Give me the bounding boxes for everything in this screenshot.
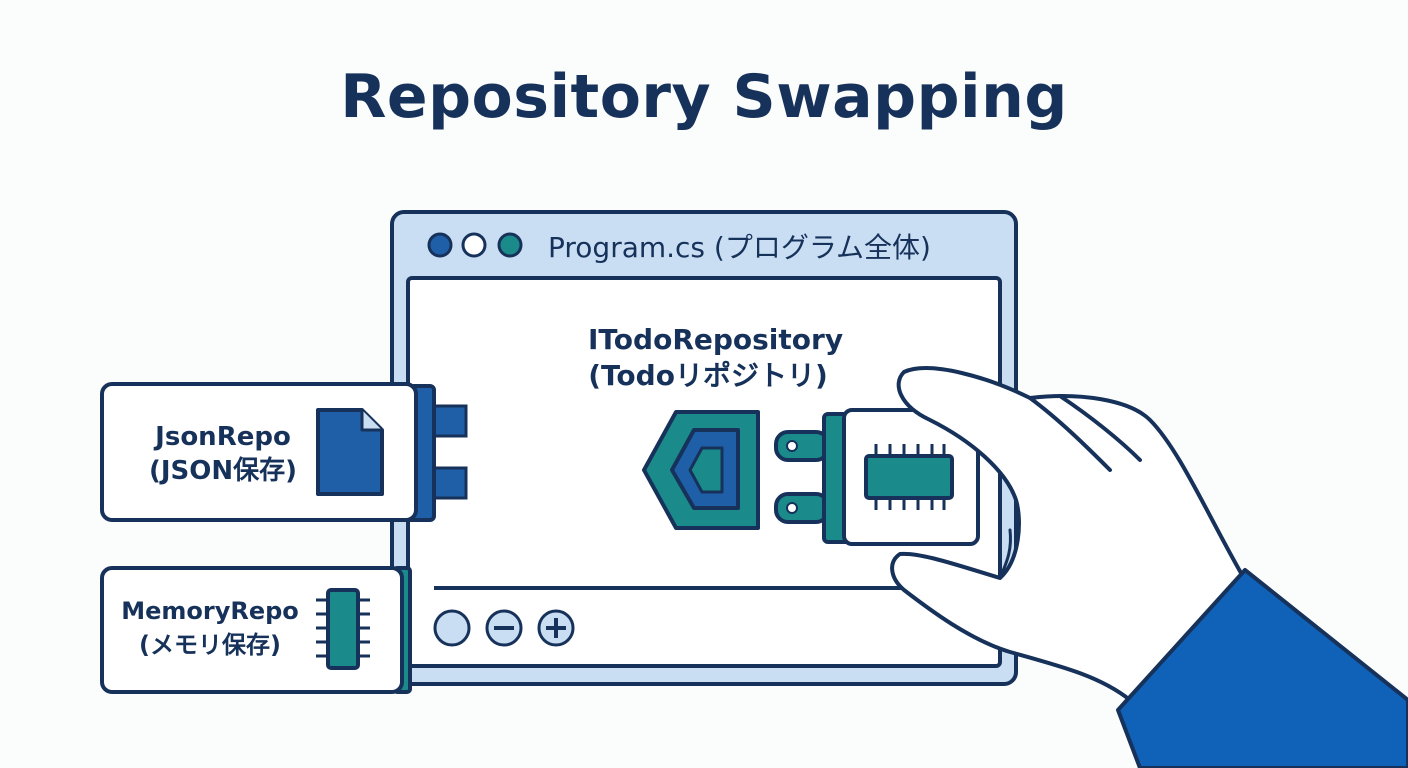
circle-icon[interactable]: [433, 609, 471, 647]
json-repo-label: JsonRepo (JSON保存): [116, 420, 330, 488]
memory-repo-name: MemoryRepo: [121, 597, 299, 625]
minus-circle-icon[interactable]: [485, 609, 523, 647]
plus-circle-icon[interactable]: [537, 609, 575, 647]
shield-socket-icon: [642, 410, 760, 530]
hand-icon: [890, 366, 1247, 702]
memory-repo-label: MemoryRepo (メモリ保存): [108, 594, 312, 662]
interface-name: ITodoRepository: [588, 323, 844, 356]
interface-label: ITodoRepository (Todoリポジトリ): [588, 322, 843, 394]
chip-icon: [316, 588, 370, 670]
window-dot-blue[interactable]: [427, 232, 453, 258]
window-dot-white[interactable]: [461, 232, 487, 258]
window-title: Program.cs (プログラム全体): [548, 231, 931, 264]
sleeve-icon: [1116, 568, 1408, 768]
interface-subtitle: (Todoリポジトリ): [588, 359, 828, 392]
json-repo-subtitle: (JSON保存): [148, 456, 298, 486]
file-icon: [316, 408, 384, 496]
window-dot-teal[interactable]: [497, 232, 523, 258]
plug-module[interactable]: [774, 408, 980, 546]
page-title: Repository Swapping: [340, 62, 1068, 132]
json-repo-module[interactable]: [100, 382, 468, 522]
json-repo-name: JsonRepo: [155, 422, 291, 452]
memory-repo-module[interactable]: [100, 566, 412, 694]
chip-icon: [864, 444, 954, 510]
memory-repo-subtitle: (メモリ保存): [139, 631, 281, 659]
